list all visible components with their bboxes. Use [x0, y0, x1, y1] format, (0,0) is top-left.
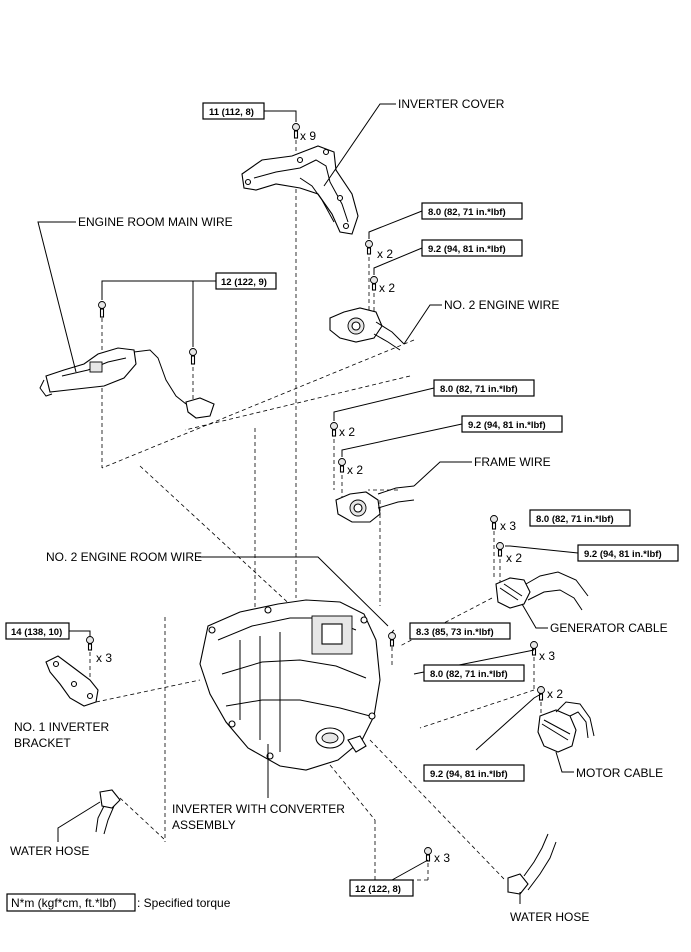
bracket-bolt-icon — [86, 636, 94, 651]
water-hose-left-part — [95, 789, 121, 835]
main-wire-bolt-left-icon — [98, 301, 106, 318]
torque-box-frame-wire-a: 8.0 (82, 71 in.*lbf) — [433, 379, 535, 397]
no2-engine-wire-bolt-b-icon — [370, 276, 378, 291]
inverter-assembly-part — [199, 599, 381, 771]
label-water-hose-left: WATER HOSE — [10, 844, 89, 858]
qty-generator-a: x 3 — [500, 519, 516, 533]
label-inverter-assembly-2: ASSEMBLY — [172, 818, 236, 832]
torque-box-frame-wire-b: 9.2 (94, 81 in.*lbf) — [461, 415, 563, 433]
qty-bracket: x 3 — [96, 651, 112, 665]
torque-box-no2-engine-wire-b: 9.2 (94, 81 in.*lbf) — [421, 239, 523, 257]
torque-box-engine-room-wire: 8.3 (85, 73 in.*lbf) — [409, 622, 511, 640]
svg-text:8.3 (85, 73 in.*lbf): 8.3 (85, 73 in.*lbf) — [416, 627, 494, 638]
svg-text:9.2 (94, 81 in.*lbf): 9.2 (94, 81 in.*lbf) — [584, 549, 662, 560]
torque-box-bracket: 14 (138, 10) — [5, 622, 70, 640]
svg-text:8.0 (82, 71 in.*lbf): 8.0 (82, 71 in.*lbf) — [430, 669, 508, 680]
qty-motor-a: x 3 — [539, 649, 555, 663]
engine-room-main-wire-part — [39, 347, 215, 419]
qty-no2-engine-wire-a: x 2 — [377, 247, 393, 261]
no1-inverter-bracket-part — [45, 655, 99, 707]
qty-bottom: x 3 — [434, 851, 450, 865]
motor-bolt-b-icon — [537, 686, 545, 701]
svg-text:12 (122, 8): 12 (122, 8) — [355, 884, 401, 895]
svg-text:12 (122, 9): 12 (122, 9) — [221, 277, 267, 288]
label-engine-room-main-wire: ENGINE ROOM MAIN WIRE — [78, 215, 233, 229]
torque-box-motor-a: 8.0 (82, 71 in.*lbf) — [423, 664, 525, 682]
label-inverter-cover: INVERTER COVER — [398, 97, 505, 111]
label-frame-wire: FRAME WIRE — [474, 455, 551, 469]
qty-generator-b: x 2 — [506, 551, 522, 565]
inverter-cover-part — [241, 145, 359, 235]
qty-motor-b: x 2 — [547, 687, 563, 701]
engine-room-wire-bolt-icon — [388, 632, 396, 647]
generator-bolt-a-icon — [490, 515, 498, 530]
label-water-hose-right: WATER HOSE — [510, 910, 589, 924]
svg-text:9.2 (94, 81 in.*lbf): 9.2 (94, 81 in.*lbf) — [428, 244, 506, 255]
torque-box-cover: 11 (112, 8) — [202, 102, 265, 120]
leader-lines — [37, 103, 579, 904]
no2-engine-wire-bolt-a-icon — [365, 240, 373, 255]
torque-box-motor-b: 9.2 (94, 81 in.*lbf) — [423, 764, 525, 782]
label-inverter-assembly-1: INVERTER WITH CONVERTER — [172, 802, 345, 816]
generator-cable-part — [495, 571, 589, 611]
qty-no2-engine-wire-b: x 2 — [379, 281, 395, 295]
label-generator-cable: GENERATOR CABLE — [550, 621, 668, 635]
svg-text:14 (138, 10): 14 (138, 10) — [11, 627, 62, 638]
label-no1-inverter-bracket-2: BRACKET — [14, 736, 71, 750]
torque-box-bottom: 12 (122, 8) — [349, 879, 414, 897]
qty-frame-wire-b: x 2 — [347, 463, 363, 477]
frame-wire-part — [335, 485, 415, 523]
motor-cable-part — [537, 701, 595, 753]
legend-unit-box: N*m (kgf*cm, ft.*lbf) — [11, 896, 116, 910]
svg-text:8.0 (82, 71 in.*lbf): 8.0 (82, 71 in.*lbf) — [536, 514, 614, 525]
bottom-bolt-icon — [424, 847, 432, 862]
qty-cover: x 9 — [300, 129, 316, 143]
torque-box-main-wire: 12 (122, 9) — [215, 272, 277, 290]
svg-text:9.2 (94, 81 in.*lbf): 9.2 (94, 81 in.*lbf) — [430, 769, 508, 780]
torque-box-no2-engine-wire-a: 8.0 (82, 71 in.*lbf) — [421, 202, 523, 220]
cover-bolt-icon — [292, 123, 300, 139]
legend: N*m (kgf*cm, ft.*lbf) : Specified torque — [6, 893, 231, 912]
generator-bolt-b-icon — [496, 542, 504, 557]
label-no2-engine-wire: NO. 2 ENGINE WIRE — [444, 298, 559, 312]
main-wire-bolt-right-icon — [189, 348, 197, 365]
frame-wire-bolt-a-icon — [330, 422, 338, 437]
svg-text:8.0 (82, 71 in.*lbf): 8.0 (82, 71 in.*lbf) — [428, 207, 506, 218]
label-no2-engine-room-wire: NO. 2 ENGINE ROOM WIRE — [46, 550, 202, 564]
svg-text:8.0 (82, 71 in.*lbf): 8.0 (82, 71 in.*lbf) — [440, 384, 518, 395]
label-no1-inverter-bracket-1: NO. 1 INVERTER — [14, 720, 109, 734]
svg-text:9.2 (94, 81 in.*lbf): 9.2 (94, 81 in.*lbf) — [468, 420, 546, 431]
qty-frame-wire-a: x 2 — [339, 425, 355, 439]
no2-engine-wire-part — [329, 307, 405, 351]
label-motor-cable: MOTOR CABLE — [576, 766, 663, 780]
legend-description: : Specified torque — [137, 896, 231, 910]
torque-box-generator-b: 9.2 (94, 81 in.*lbf) — [577, 544, 679, 562]
frame-wire-bolt-b-icon — [338, 458, 346, 473]
alignment-lines — [89, 140, 542, 881]
motor-bolt-a-icon — [530, 641, 538, 656]
svg-text:11 (112, 8): 11 (112, 8) — [209, 107, 254, 118]
torque-box-generator-a: 8.0 (82, 71 in.*lbf) — [529, 509, 631, 527]
water-hose-right-part — [507, 833, 557, 895]
